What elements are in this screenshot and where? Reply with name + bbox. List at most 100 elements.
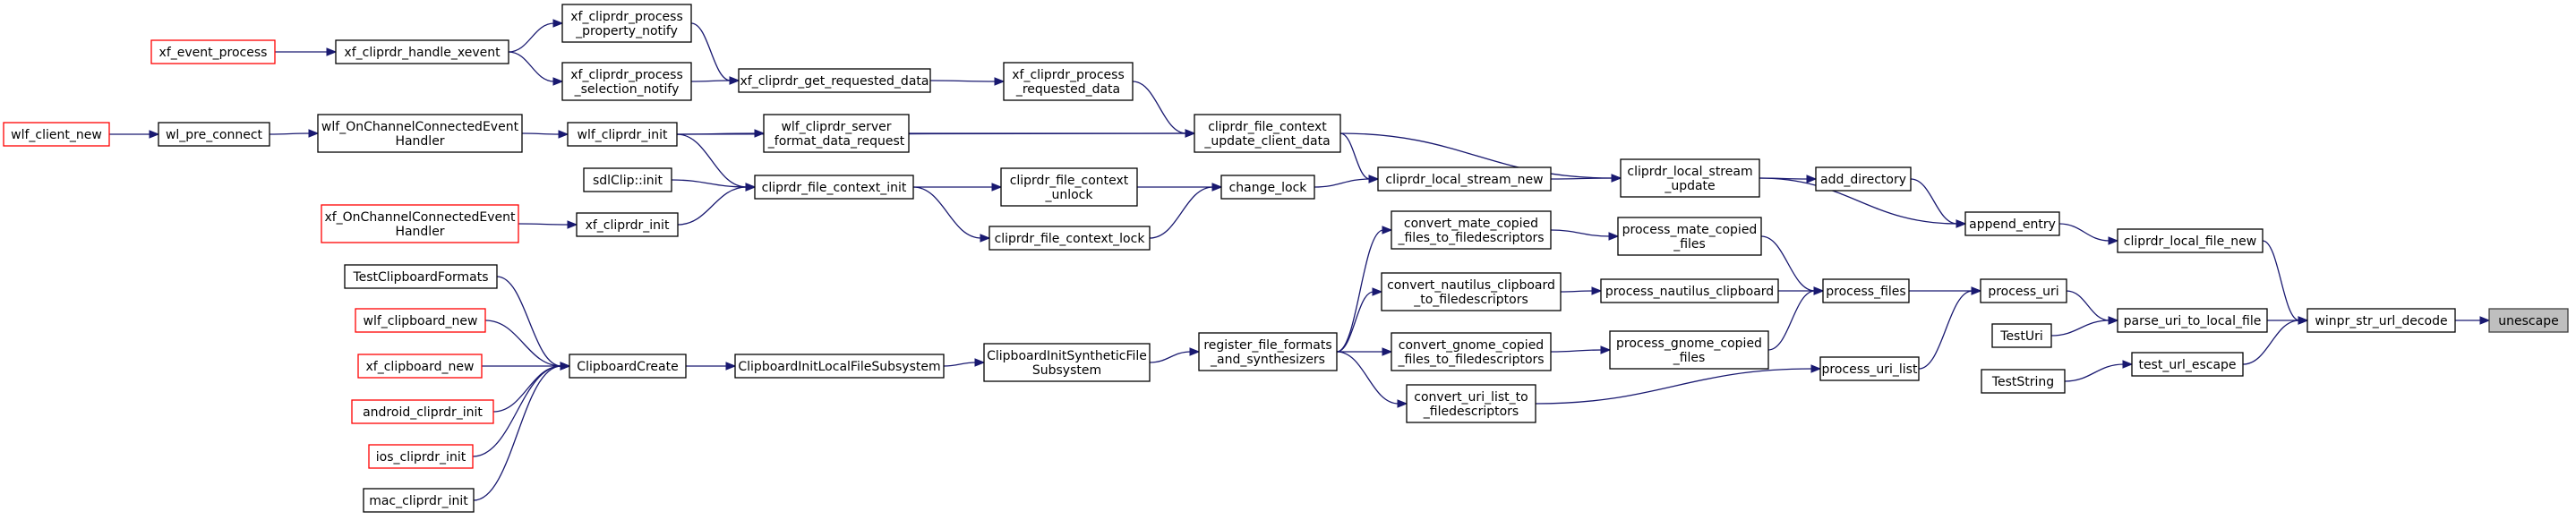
node-unescape[interactable]: unescape: [2488, 308, 2569, 333]
node-winpr_str_url_decode[interactable]: winpr_str_url_decode: [2306, 308, 2456, 333]
edge-register_file_formats_and_synthesizers-to-convert_uri_list_to_filedescriptors: [1336, 351, 1408, 408]
node-box: [1815, 166, 1912, 192]
node-wlf_cliprdr_init[interactable]: wlf_cliprdr_init: [567, 122, 678, 147]
edge-xf_cliprdr_init-to-cliprdr_file_context_init: [677, 183, 757, 226]
node-xf_clipboard_new[interactable]: xf_clipboard_new: [357, 354, 483, 379]
node-xf_event_process[interactable]: xf_event_process: [150, 39, 276, 64]
node-label: cliprdr_file_context: [1010, 174, 1129, 188]
node-register_file_formats_and_synthesizers[interactable]: register_file_formats_and_synthesizers: [1198, 332, 1338, 371]
node-label: cliprdr_local_file_new: [2124, 234, 2256, 249]
node-label: cliprdr_file_context_lock: [995, 232, 1146, 246]
node-box: [1194, 114, 1341, 153]
node-TestUri[interactable]: TestUri: [1991, 323, 2052, 348]
node-box: [2306, 308, 2456, 333]
node-change_lock[interactable]: change_lock: [1220, 175, 1315, 200]
node-cliprdr_local_stream_update[interactable]: cliprdr_local_stream_update: [1620, 158, 1760, 198]
node-process_files[interactable]: process_files: [1822, 278, 1910, 303]
node-process_nautilus_clipboard[interactable]: process_nautilus_clipboard: [1600, 278, 1779, 303]
node-box: [363, 488, 475, 513]
node-convert_nautilus_clipboard_to_filedescriptors[interactable]: convert_nautilus_clipboard_to_filedescri…: [1381, 272, 1562, 311]
node-add_directory[interactable]: add_directory: [1815, 166, 1912, 192]
node-process_uri[interactable]: process_uri: [1980, 278, 2067, 303]
node-xf_cliprdr_get_requested_data[interactable]: xf_cliprdr_get_requested_data: [738, 68, 931, 93]
node-label: _update_client_data: [1203, 134, 1330, 149]
node-box: [321, 204, 519, 243]
node-parse_uri_to_local_file[interactable]: parse_uri_to_local_file: [2117, 308, 2268, 333]
node-label: _update: [1664, 179, 1715, 193]
node-box: [1964, 211, 2060, 236]
node-process_uri_list[interactable]: process_uri_list: [1819, 356, 1920, 381]
node-TestClipboardFormats[interactable]: TestClipboardFormats: [344, 264, 498, 289]
node-label: parse_uri_to_local_file: [2124, 314, 2262, 328]
node-wlf_client_new[interactable]: wlf_client_new: [3, 122, 110, 147]
edge-ClipboardInitSyntheticFileSubsystem-to-register_file_formats_and_synthesizers: [1149, 347, 1201, 363]
node-ios_cliprdr_init[interactable]: ios_cliprdr_init: [368, 444, 474, 469]
node-box: [1617, 217, 1762, 256]
node-label: _format_data_request: [767, 134, 905, 149]
edge-xf_cliprdr_process_selection_notify-to-xf_cliprdr_get_requested_data: [690, 76, 740, 85]
node-box: [1381, 272, 1562, 311]
edge-convert_gnome_copied_files_to_filedescriptors-to-process_gnome_copied_files: [1550, 345, 1612, 354]
node-label: android_cliprdr_init: [363, 405, 483, 420]
node-sdlClip_init[interactable]: sdlClip::init: [583, 167, 672, 192]
edge-append_entry-to-cliprdr_local_file_new: [2058, 223, 2119, 245]
node-convert_mate_copied_files_to_filedescriptors[interactable]: convert_mate_copied_files_to_filedescrip…: [1391, 210, 1552, 250]
node-box: [1981, 369, 2066, 394]
edge-wlf_cliprdr_init-to-wlf_cliprdr_server_format_data_request: [676, 129, 766, 138]
node-process_mate_copied_files[interactable]: process_mate_copied_files: [1617, 217, 1762, 256]
node-cliprdr_file_context_init[interactable]: cliprdr_file_context_init: [754, 175, 914, 200]
node-append_entry[interactable]: append_entry: [1964, 211, 2060, 236]
node-xf_cliprdr_process_selection_notify[interactable]: xf_cliprdr_process_selection_notify: [561, 62, 692, 101]
node-label: sdlClip::init: [593, 174, 663, 188]
node-box: [1000, 167, 1138, 207]
node-label: register_file_formats: [1203, 338, 1331, 353]
node-box: [763, 114, 910, 153]
edge-wlf_clipboard_new-to-ClipboardCreate: [484, 320, 571, 371]
node-box: [567, 122, 678, 147]
node-label: _files: [1673, 237, 1706, 251]
node-label: process_uri: [1988, 285, 2058, 299]
node-box: [983, 343, 1151, 382]
node-process_gnome_copied_files[interactable]: process_gnome_copied_files: [1609, 330, 1769, 370]
node-xf_cliprdr_init[interactable]: xf_cliprdr_init: [576, 212, 679, 237]
node-cliprdr_file_context_update_client_data[interactable]: cliprdr_file_context_update_client_data: [1194, 114, 1341, 153]
node-cliprdr_file_context_lock[interactable]: cliprdr_file_context_lock: [988, 226, 1151, 251]
node-box: [357, 354, 483, 379]
node-cliprdr_local_stream_new[interactable]: cliprdr_local_stream_new: [1377, 166, 1552, 192]
node-box: [734, 354, 945, 379]
edge-xf_cliprdr_handle_xevent-to-xf_cliprdr_process_property_notify: [508, 19, 564, 53]
node-convert_gnome_copied_files_to_filedescriptors[interactable]: convert_gnome_copied_files_to_filedescri…: [1391, 332, 1552, 371]
node-convert_uri_list_to_filedescriptors[interactable]: convert_uri_list_to_filedescriptors: [1406, 384, 1536, 423]
edge-cliprdr_file_context_init-to-cliprdr_file_context_unlock: [913, 183, 1003, 192]
node-label: _to_filedescriptors: [1413, 293, 1528, 307]
node-wl_pre_connect[interactable]: wl_pre_connect: [158, 122, 270, 147]
node-label: Subsystem: [1032, 363, 1101, 378]
edge-xf_cliprdr_handle_xevent-to-xf_cliprdr_process_selection_notify: [508, 51, 564, 86]
node-xf_cliprdr_handle_xevent[interactable]: xf_cliprdr_handle_xevent: [335, 39, 509, 64]
node-label: mac_cliprdr_init: [369, 494, 468, 508]
node-wlf_cliprdr_server_format_data_request[interactable]: wlf_cliprdr_server_format_data_request: [763, 114, 910, 153]
edge-cliprdr_local_stream_update-to-append_entry: [1759, 177, 1967, 228]
node-android_cliprdr_init[interactable]: android_cliprdr_init: [351, 399, 494, 424]
node-box: [368, 444, 474, 469]
node-label: xf_cliprdr_handle_xevent: [344, 46, 501, 60]
edge-wlf_OnChannelConnectedEventHandler-to-wlf_cliprdr_init: [521, 130, 569, 139]
edge-sdlClip_init-to-cliprdr_file_context_init: [671, 179, 757, 192]
node-TestString[interactable]: TestString: [1981, 369, 2066, 394]
node-test_url_escape[interactable]: test_url_escape: [2131, 352, 2244, 377]
edge-register_file_formats_and_synthesizers-to-convert_mate_copied_files_to_filedescriptors: [1336, 226, 1393, 353]
node-cliprdr_file_context_unlock[interactable]: cliprdr_file_context_unlock: [1000, 167, 1138, 207]
node-ClipboardCreate[interactable]: ClipboardCreate: [569, 354, 687, 379]
node-wlf_clipboard_new[interactable]: wlf_clipboard_new: [355, 308, 486, 333]
node-ClipboardInitLocalFileSubsystem[interactable]: ClipboardInitLocalFileSubsystem: [734, 354, 945, 379]
node-cliprdr_local_file_new[interactable]: cliprdr_local_file_new: [2117, 228, 2264, 253]
node-mac_cliprdr_init[interactable]: mac_cliprdr_init: [363, 488, 475, 513]
edge-ClipboardCreate-to-ClipboardInitLocalFileSubsystem: [686, 362, 737, 371]
node-box: [3, 122, 110, 147]
node-xf_cliprdr_process_requested_data[interactable]: xf_cliprdr_process_requested_data: [1003, 62, 1134, 101]
node-xf_cliprdr_process_property_notify[interactable]: xf_cliprdr_process_property_notify: [561, 4, 692, 43]
node-label: _unlock: [1044, 188, 1093, 202]
